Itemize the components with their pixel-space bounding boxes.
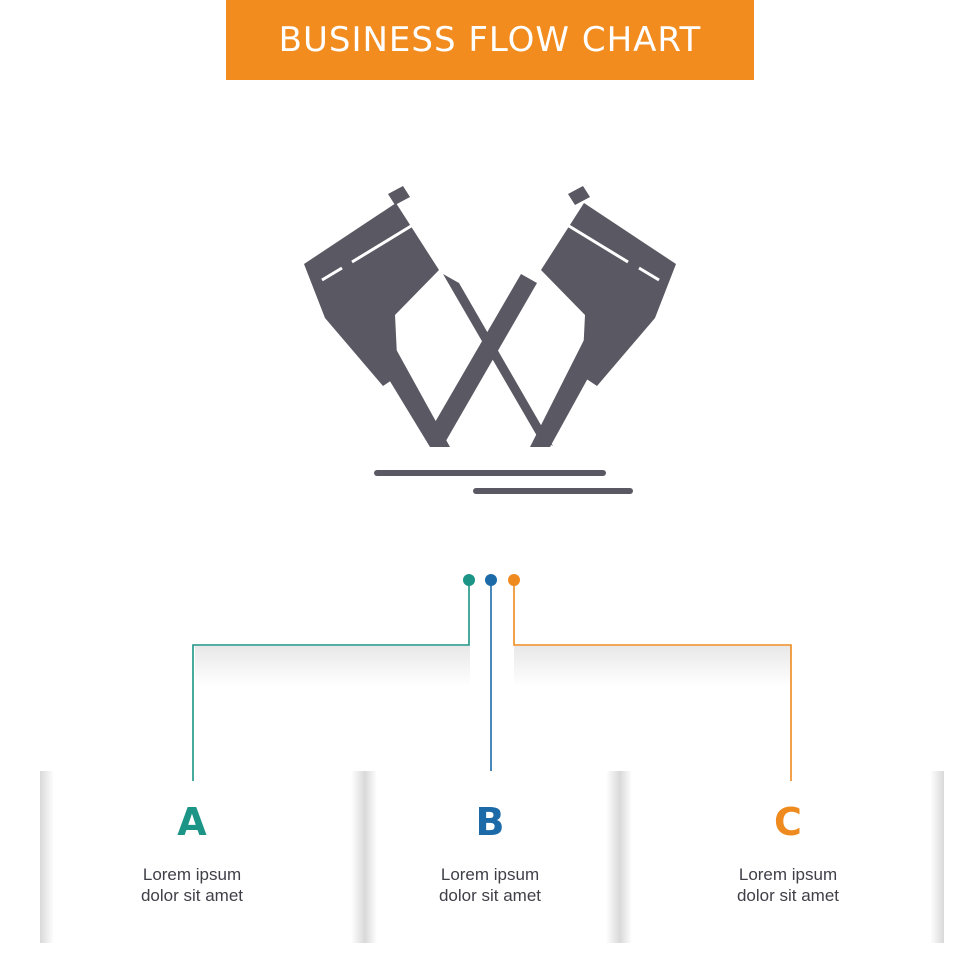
step-a-line-2: dolor sit amet bbox=[140, 886, 244, 905]
step-b-text: Lorem ipsum dolor sit amet bbox=[390, 864, 590, 906]
step-c-line-2: dolor sit amet bbox=[736, 886, 840, 905]
connector-dot-a bbox=[463, 574, 475, 586]
connector-shadow-right bbox=[514, 646, 791, 686]
title-banner-background bbox=[226, 0, 754, 80]
connector-line-c bbox=[513, 582, 792, 781]
connector-shadow-left bbox=[195, 646, 470, 686]
title-banner: BUSINESS FLOW CHART bbox=[226, 0, 754, 80]
step-c-letter: C bbox=[774, 800, 802, 844]
connector-line-a bbox=[192, 582, 470, 781]
step-c-text: Lorem ipsum dolor sit amet bbox=[688, 864, 888, 906]
connector-dot-c bbox=[508, 574, 520, 586]
step-b-line-1: Lorem ipsum bbox=[440, 865, 540, 884]
step-a-letter: A bbox=[177, 800, 207, 844]
step-a-text: Lorem ipsum dolor sit amet bbox=[92, 864, 292, 906]
page-title: BUSINESS FLOW CHART bbox=[278, 20, 702, 60]
card-panels bbox=[40, 771, 944, 943]
step-b-line-2: dolor sit amet bbox=[438, 886, 542, 905]
crossed-axes-icon bbox=[304, 186, 676, 494]
step-b-letter: B bbox=[475, 800, 505, 844]
step-c-line-1: Lorem ipsum bbox=[738, 865, 838, 884]
connector-dot-b bbox=[485, 574, 497, 586]
step-a-line-1: Lorem ipsum bbox=[142, 865, 242, 884]
